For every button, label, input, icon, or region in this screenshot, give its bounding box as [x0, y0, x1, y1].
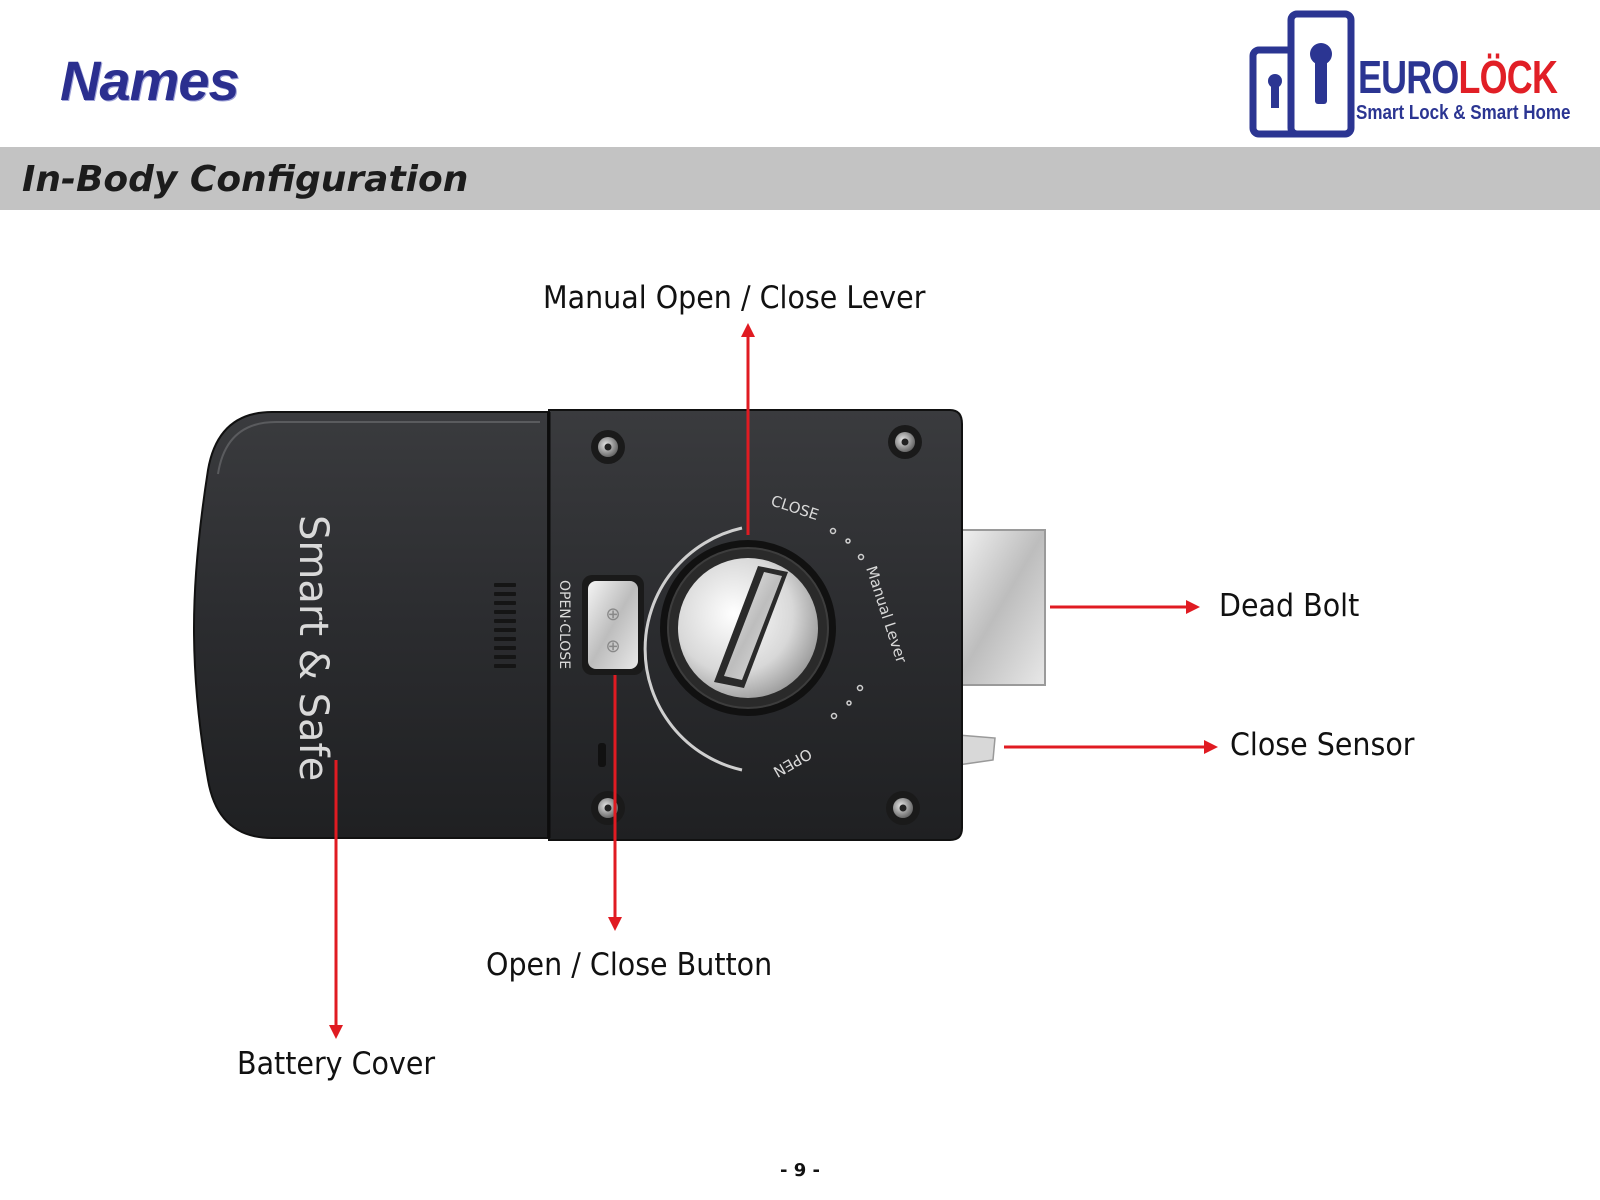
screw-icon	[886, 791, 920, 825]
battery-cover	[194, 412, 548, 838]
page-number: - 9 -	[780, 1160, 820, 1181]
lock-body-text: Smart & Safe	[290, 515, 336, 781]
screw-icon	[888, 425, 922, 459]
button-label: OPEN·CLOSE	[556, 580, 572, 669]
manual-lever-knob	[660, 540, 836, 716]
screw-icon	[591, 430, 625, 464]
screw-icon	[591, 791, 625, 825]
svg-text:⊕: ⊕	[605, 604, 620, 625]
status-indicator	[598, 743, 606, 767]
close-sensor	[958, 735, 995, 765]
callout-dead-bolt: Dead Bolt	[1219, 588, 1359, 624]
callout-open-close-button: Open / Close Button	[486, 947, 772, 983]
callout-battery-cover: Battery Cover	[237, 1046, 435, 1082]
open-close-button: ⊕ ⊕	[582, 575, 644, 675]
callout-close-sensor: Close Sensor	[1230, 727, 1415, 763]
dead-bolt	[955, 530, 1045, 685]
callout-manual-lever: Manual Open / Close Lever	[543, 280, 925, 316]
svg-text:⊕: ⊕	[605, 636, 620, 657]
